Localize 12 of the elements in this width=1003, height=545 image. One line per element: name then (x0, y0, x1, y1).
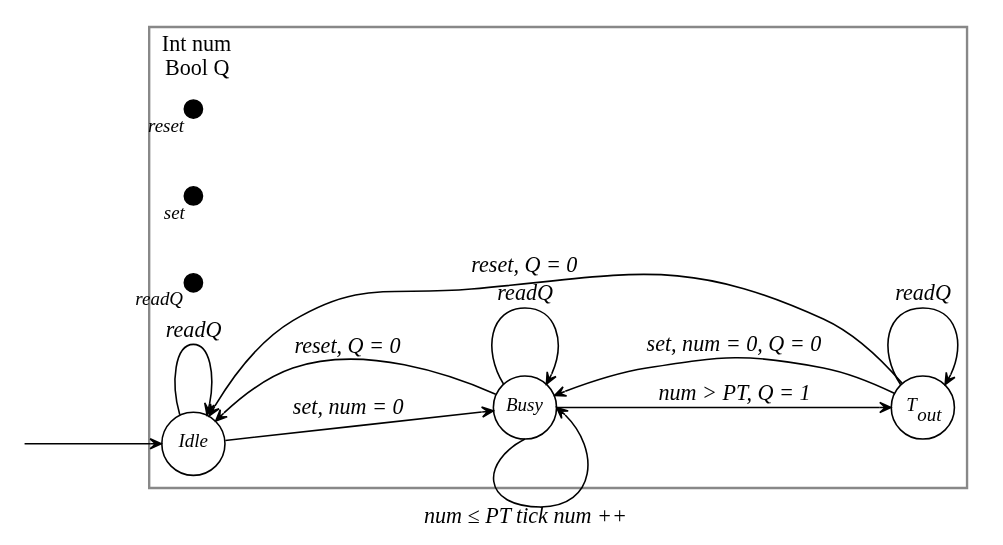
edge-label: readQ (497, 280, 553, 306)
node-label: readQ (135, 288, 184, 310)
edge-label: set, num = 0 (292, 394, 404, 420)
edge-label: reset, Q = 0 (471, 252, 578, 278)
node-label: reset (147, 114, 185, 136)
edge-label: reset, Q = 0 (294, 332, 401, 358)
node-label: set (163, 201, 185, 223)
edge-label: readQ (895, 280, 951, 306)
edge-label: readQ (165, 316, 222, 342)
edge-label: num > PT, Q = 1 (658, 379, 811, 405)
edge-label: num ≤ PT tick num ++ (423, 503, 627, 529)
edge-label: set, num = 0, Q = 0 (646, 330, 822, 356)
